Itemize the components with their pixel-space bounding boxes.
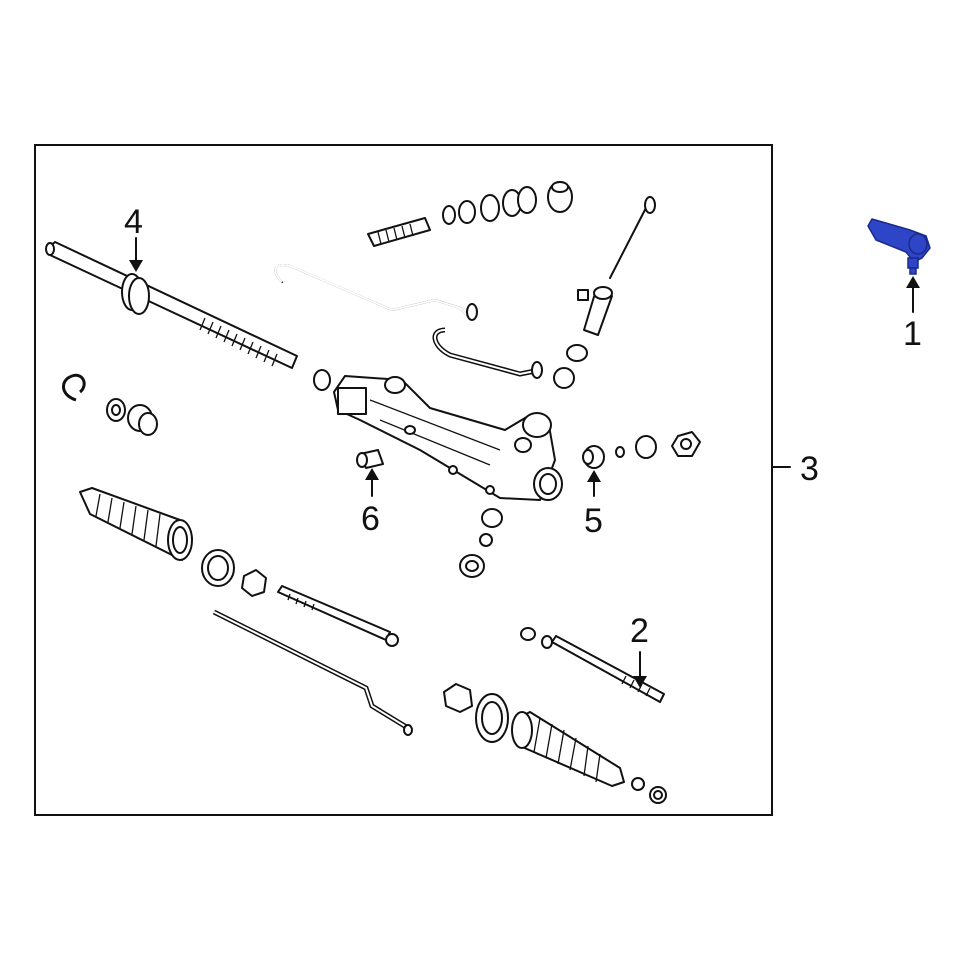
rack-bushings <box>106 398 158 436</box>
right-boot-clamp <box>475 693 509 743</box>
return-line <box>432 327 543 379</box>
callout-arrow-6 <box>365 468 379 497</box>
callout-arrow-5 <box>587 470 601 497</box>
part-6-fitting <box>356 449 384 469</box>
callout-2: 2 <box>630 612 649 650</box>
right-boot-small-parts <box>631 777 667 804</box>
left-inner-tie-rod <box>277 585 399 647</box>
right-inner-tie-rod <box>520 627 665 703</box>
callout-5: 5 <box>584 502 603 540</box>
part-5-bushing <box>582 445 605 469</box>
callout-4: 4 <box>124 203 143 241</box>
callout-arrow-2 <box>633 651 647 688</box>
pinion-seal-kit <box>367 181 573 247</box>
valve-sensor <box>553 196 656 389</box>
pressure-line <box>274 264 478 321</box>
rack-bar <box>45 241 298 369</box>
callout-1: 1 <box>903 315 922 353</box>
outer-tie-rod-end[interactable] <box>867 218 931 275</box>
gear-housing <box>313 369 563 501</box>
assembly-frame <box>34 144 773 816</box>
right-boot <box>511 711 625 787</box>
left-boot-clamp <box>201 549 235 587</box>
right-mount-hardware <box>615 431 701 459</box>
left-jam-nut <box>241 569 267 597</box>
callout-3: 3 <box>800 450 819 488</box>
right-jam-nut <box>443 683 473 713</box>
callout-6: 6 <box>361 500 380 538</box>
callout-arrow-4 <box>129 237 143 272</box>
pinion-bearing-stack <box>459 508 503 578</box>
callout-arrow-1 <box>906 276 920 313</box>
snap-ring <box>62 373 86 402</box>
left-boot <box>79 487 193 561</box>
transfer-tube <box>212 609 413 736</box>
